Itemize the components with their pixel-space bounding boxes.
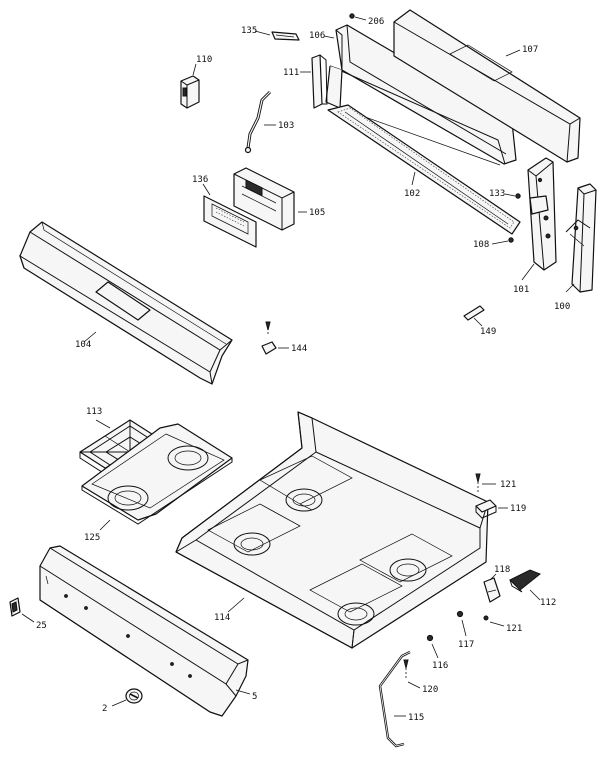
- part-136-overlay: 136: [192, 175, 257, 248]
- part-116-nut: 116: [426, 634, 448, 671]
- part-103-harness: 103: [244, 90, 294, 154]
- label-108: 108: [473, 240, 489, 250]
- part-121-screw-lower: 121: [483, 615, 522, 634]
- part-115-support-rod: 115: [378, 650, 424, 748]
- label-121a: 121: [500, 480, 516, 490]
- part-144-clip: 144: [261, 321, 307, 355]
- label-125: 125: [84, 533, 100, 543]
- part-102-rear-panel: 102: [327, 104, 521, 235]
- label-113: 113: [86, 407, 102, 417]
- part-25-end-clip: 25: [9, 597, 47, 631]
- part-112-hinge: 112: [509, 569, 556, 608]
- part-118-bracket: 118: [483, 565, 510, 603]
- part-111-side-bracket: 111: [283, 54, 328, 109]
- label-121b: 121: [506, 624, 522, 634]
- part-119-bracket: 119: [475, 499, 526, 519]
- label-116: 116: [432, 661, 448, 671]
- part-107-top-trim: 107: [393, 9, 581, 163]
- part-133-screw: 133: [489, 189, 521, 199]
- label-2: 2: [102, 704, 107, 714]
- label-112: 112: [540, 598, 556, 608]
- label-25: 25: [36, 621, 47, 631]
- part-121-screw-upper: 121: [475, 473, 516, 492]
- label-117: 117: [458, 640, 474, 650]
- part-5-manifold-panel: 5: [39, 545, 257, 717]
- label-111: 111: [283, 68, 299, 78]
- part-105-control-board: 105: [233, 167, 325, 231]
- label-105: 105: [309, 208, 325, 218]
- label-100: 100: [554, 302, 570, 312]
- label-107: 107: [522, 45, 538, 55]
- label-101: 101: [513, 285, 529, 295]
- part-104-control-panel: 104: [19, 221, 233, 385]
- label-5: 5: [252, 692, 257, 702]
- label-114: 114: [214, 613, 230, 623]
- label-115: 115: [408, 713, 424, 723]
- part-135-bracket: 135: [241, 26, 300, 41]
- label-120: 120: [422, 685, 438, 695]
- label-103: 103: [278, 121, 294, 131]
- label-206: 206: [368, 17, 384, 27]
- label-133: 133: [489, 189, 505, 199]
- part-110-switch: 110: [180, 55, 212, 109]
- part-149-clip: 149: [463, 305, 496, 337]
- label-118: 118: [494, 565, 510, 575]
- label-144: 144: [291, 344, 307, 354]
- label-149: 149: [480, 327, 496, 337]
- part-100-end-cap: 100: [554, 183, 597, 312]
- part-106-backguard: 106: [309, 24, 517, 166]
- part-117-nut: 117: [456, 610, 474, 650]
- part-125-burner-tray: 125: [81, 423, 233, 543]
- label-102: 102: [404, 189, 420, 199]
- label-136: 136: [192, 175, 208, 185]
- part-101-end-bracket: 101: [513, 157, 557, 295]
- label-135: 135: [241, 26, 257, 36]
- label-119: 119: [510, 504, 526, 514]
- label-104: 104: [75, 340, 91, 350]
- label-106: 106: [309, 31, 325, 41]
- part-108-screw: 108: [473, 237, 514, 250]
- part-206-screw: 206: [349, 13, 384, 27]
- label-110: 110: [196, 55, 212, 65]
- part-2-knob: 2: [102, 688, 143, 714]
- part-120-screw: 120: [403, 659, 438, 695]
- part-114-main-top: 114: [175, 411, 489, 649]
